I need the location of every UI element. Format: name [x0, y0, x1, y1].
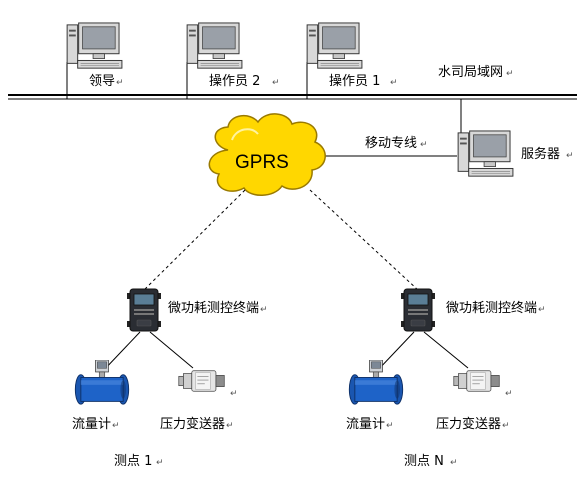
paragraph-mark: ↵: [116, 78, 124, 88]
site-n: 微功耗测控终端 ↵ ↵ 流量计 ↵ 压力变送器 ↵ 测点 N ↵: [346, 288, 546, 469]
pressure-transmitter-icon[interactable]: [178, 370, 225, 392]
site-name: 测点 1: [114, 454, 152, 469]
terminal-label: 微功耗测控终端: [446, 300, 537, 316]
server[interactable]: 服务器 ↵: [457, 130, 574, 177]
paragraph-mark: ↵: [506, 69, 514, 79]
flowmeter-icon[interactable]: [348, 360, 404, 405]
paragraph-mark: ↵: [505, 389, 513, 399]
paragraph-mark: ↵: [260, 305, 268, 315]
server-computer-icon: [457, 130, 514, 177]
workstation-label: 操作员 1: [329, 73, 380, 89]
paragraph-mark: ↵: [226, 421, 234, 431]
paragraph-mark: ↵: [390, 78, 398, 88]
cloud-label: GPRS: [235, 152, 289, 173]
pressure-label: 压力变送器: [436, 416, 501, 432]
paragraph-mark: ↵: [566, 151, 574, 161]
paragraph-mark: ↵: [112, 421, 120, 431]
paragraph-mark: ↵: [386, 421, 394, 431]
wireless-link-site-n: [309, 189, 419, 291]
computer-icon: [186, 22, 243, 69]
paragraph-mark: ↵: [156, 458, 164, 468]
flowmeter-label: 流量计: [72, 417, 111, 432]
computer-icon: [66, 22, 123, 69]
paragraph-mark: ↵: [230, 389, 238, 399]
workstation-leader[interactable]: 领导 ↵: [66, 22, 124, 89]
lan-label: 水司局域网: [438, 65, 503, 80]
wireless-link-site-1: [143, 189, 246, 291]
terminal-icon[interactable]: [126, 288, 162, 332]
terminal-icon[interactable]: [400, 288, 436, 332]
cloud-icon: [208, 113, 326, 196]
cloud-highlight: [231, 128, 259, 141]
paragraph-mark: ↵: [450, 458, 458, 468]
server-label: 服务器: [521, 146, 560, 162]
workstation-label: 领导: [89, 74, 115, 89]
computer-icon: [306, 22, 363, 69]
link-terminal-pressure: [149, 331, 194, 369]
dedicated-line-label: 移动专线: [365, 136, 417, 151]
flowmeter-icon[interactable]: [74, 360, 130, 405]
site-1: 微功耗测控终端 ↵ ↵ 流量计 ↵ 压力变送器 ↵ 测点 1 ↵: [72, 288, 268, 469]
workstation-operator-2[interactable]: 操作员 2 ↵: [186, 22, 280, 89]
pressure-transmitter-icon[interactable]: [453, 370, 500, 392]
paragraph-mark: ↵: [272, 78, 280, 88]
workstation-label: 操作员 2: [209, 73, 260, 89]
flowmeter-label: 流量计: [346, 417, 385, 432]
workstation-operator-1[interactable]: 操作员 1 ↵: [306, 22, 398, 89]
terminal-label: 微功耗测控终端: [168, 300, 259, 316]
link-terminal-pressure: [423, 331, 469, 369]
gprs-cloud: GPRS: [208, 113, 326, 196]
paragraph-mark: ↵: [420, 140, 428, 150]
pressure-label: 压力变送器: [160, 416, 225, 432]
site-name: 测点 N: [404, 454, 444, 469]
paragraph-mark: ↵: [502, 421, 510, 431]
paragraph-mark: ↵: [538, 305, 546, 315]
